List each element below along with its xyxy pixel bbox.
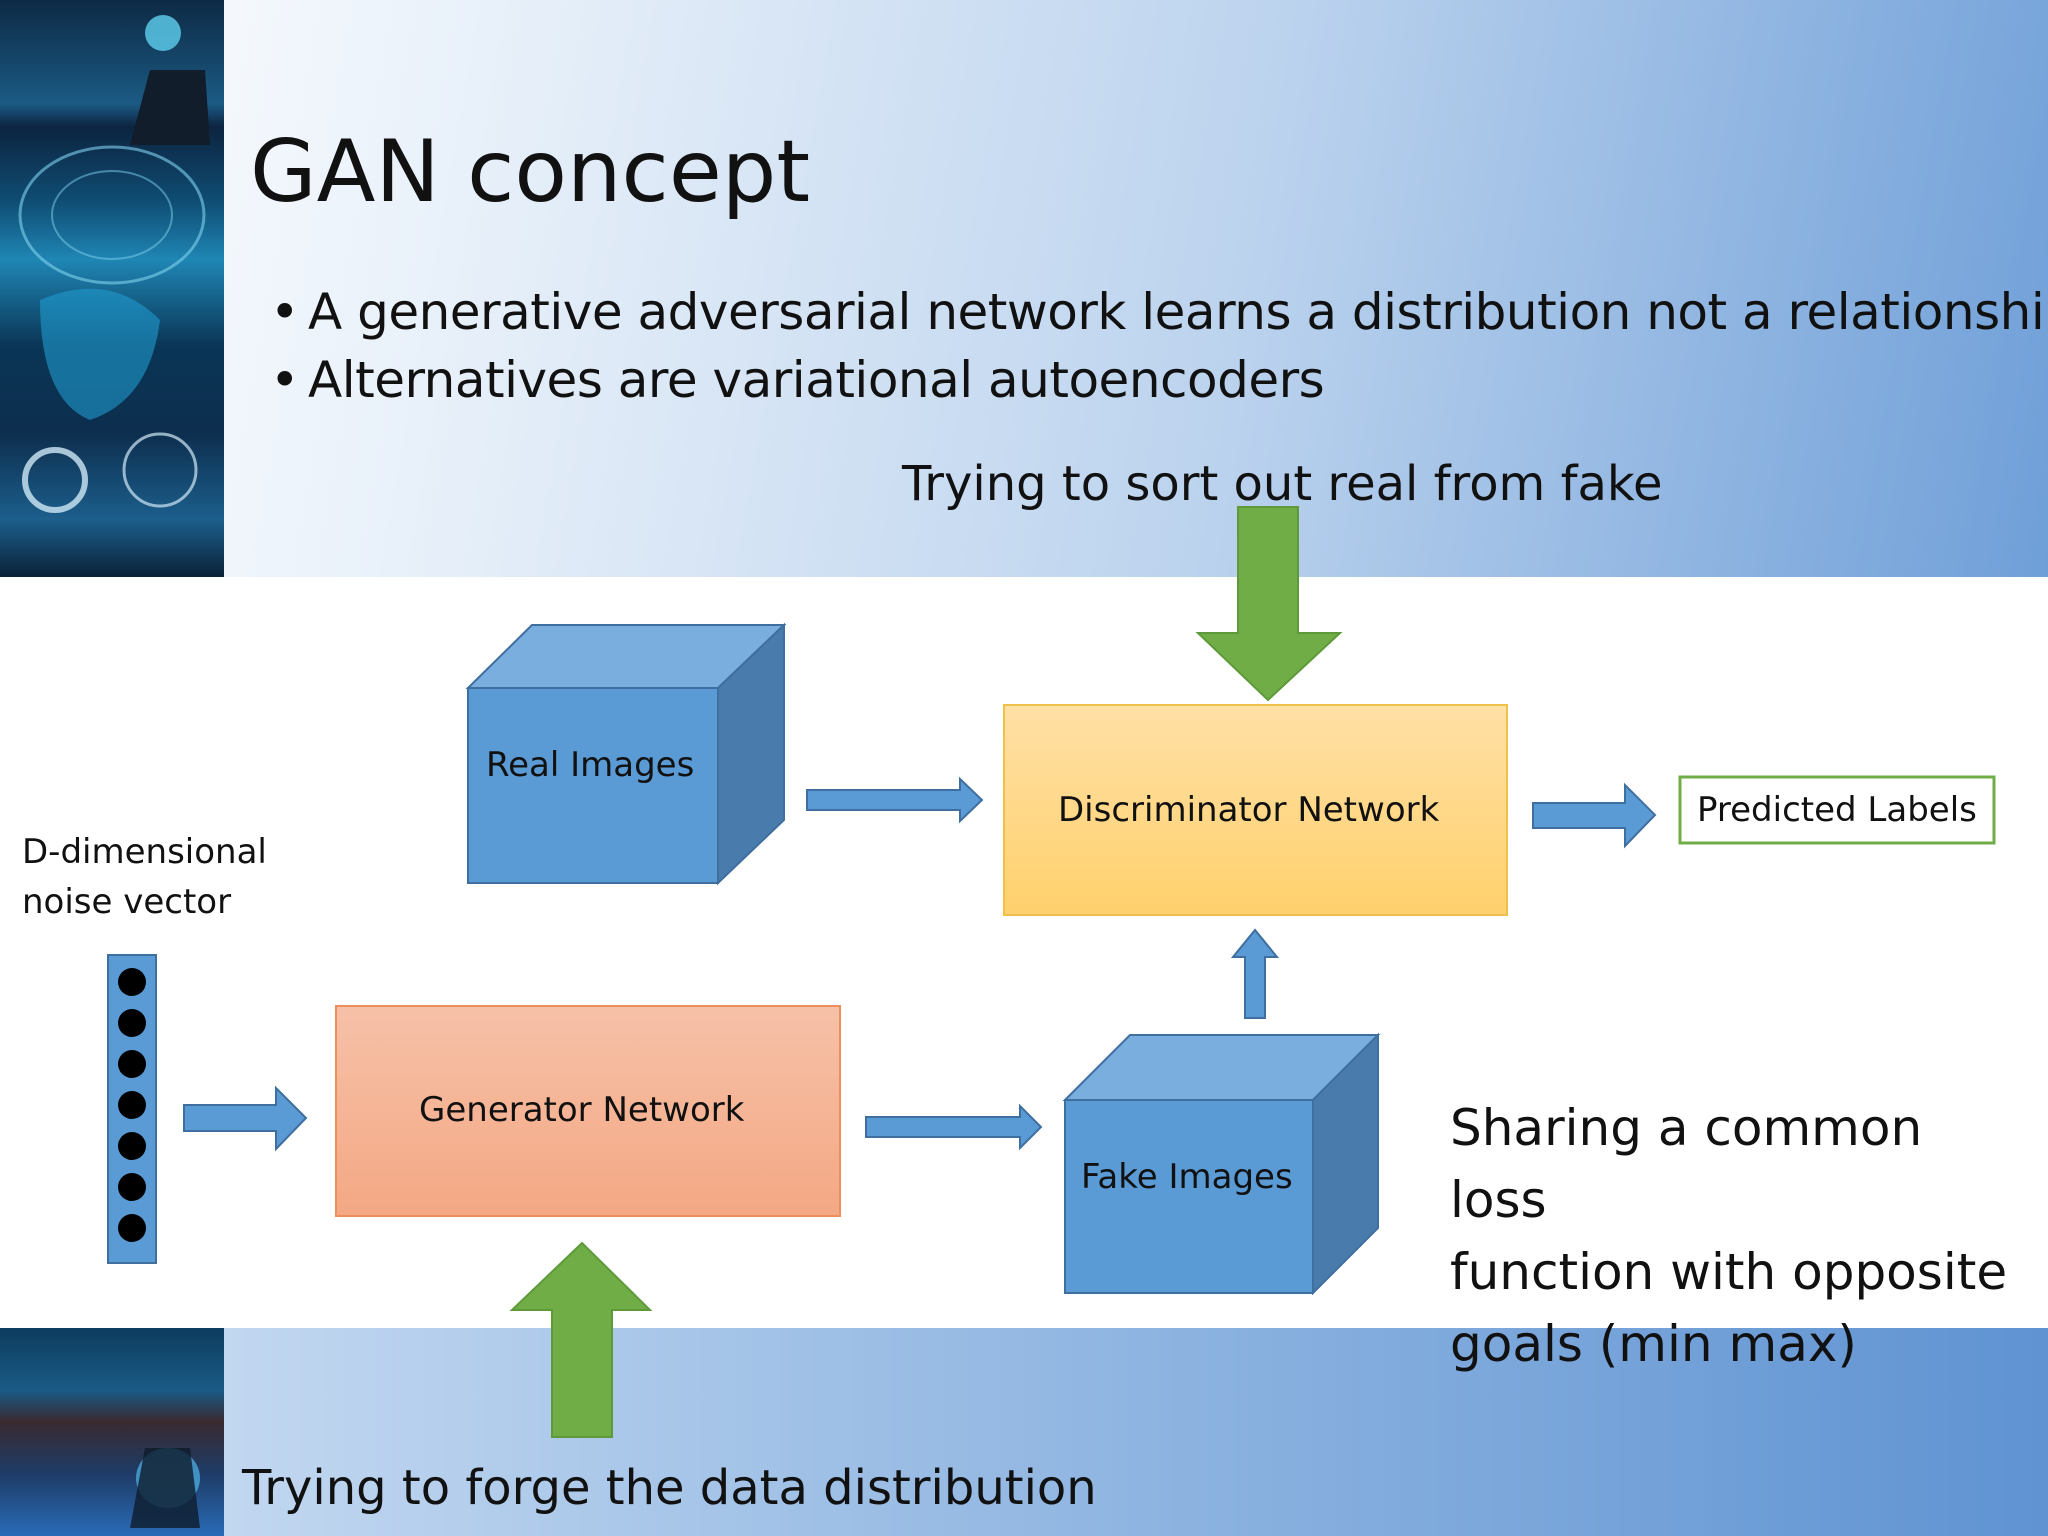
real-images-label: Real Images (486, 745, 695, 785)
footer-background (0, 1328, 2048, 1536)
shared-loss-line: goals (min max) (1450, 1315, 1857, 1373)
discriminator-to-labels-arrow (1532, 782, 1657, 849)
shared-loss-line: function with opposite (1450, 1243, 2008, 1301)
discriminator-goal-caption: Trying to sort out real from fake (902, 456, 1663, 512)
shared-loss-caption: Sharing a common loss function with oppo… (1450, 1092, 2030, 1380)
shared-loss-line: Sharing a common loss (1450, 1099, 1923, 1229)
noise-label-line2: noise vector (22, 882, 232, 922)
generator-to-fake-arrow (865, 1103, 1043, 1151)
discriminator-box (1003, 704, 1508, 916)
generator-input-arrow (509, 1241, 653, 1438)
bullet-list: A generative adversarial network learns … (270, 278, 2048, 414)
real-to-discriminator-arrow (806, 776, 984, 824)
fake-images-cube (1062, 1032, 1381, 1296)
real-images-cube (465, 622, 787, 886)
generator-box (335, 1005, 841, 1217)
discriminator-input-arrow (1195, 506, 1343, 702)
noise-vector (107, 954, 157, 1264)
generator-label: Generator Network (419, 1090, 745, 1130)
fake-to-discriminator-arrow (1230, 928, 1280, 1019)
discriminator-label: Discriminator Network (1058, 790, 1440, 830)
decorative-brain-image-strip (0, 0, 224, 577)
generator-goal-caption: Trying to forge the data distribution (242, 1460, 1097, 1516)
noise-label-line1: D-dimensional (22, 832, 267, 872)
predicted-labels-box (1678, 775, 1996, 845)
bullet-item: Alternatives are variational autoencoder… (270, 346, 2048, 414)
noise-to-generator-arrow (183, 1085, 308, 1152)
decorative-brain-image-strip-bottom (0, 1328, 224, 1536)
fake-images-label: Fake Images (1081, 1157, 1293, 1197)
bullet-item: A generative adversarial network learns … (270, 278, 2048, 346)
page-title: GAN concept (250, 122, 811, 222)
predicted-labels-label: Predicted Labels (1697, 790, 1977, 830)
